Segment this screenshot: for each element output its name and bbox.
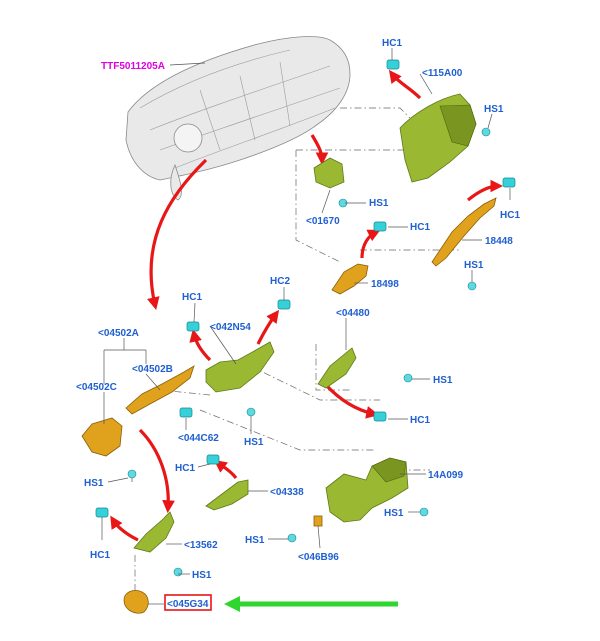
part-045G34 (123, 590, 149, 614)
label-hc1-top: HC1 (382, 38, 402, 49)
part-18448 (431, 197, 497, 267)
label-01670: <01670 (306, 216, 340, 227)
label-115a00: <115A00 (422, 68, 463, 79)
fasteners (95, 59, 516, 577)
label-hs1-mid: HS1 (244, 437, 264, 448)
label-hs1-left: HS1 (84, 478, 104, 489)
label-04338: <04338 (270, 487, 304, 498)
part-046B96 (313, 515, 323, 527)
part-14A099 (325, 457, 409, 523)
label-hs1-046b96: HS1 (245, 535, 265, 546)
part-13562 (133, 511, 175, 553)
leader-lines (101, 48, 511, 605)
label-18448: 18448 (485, 236, 513, 247)
part-01670 (313, 157, 345, 189)
part-04502C (81, 417, 123, 457)
part-04338 (205, 479, 249, 511)
highlighted-part: <045G34 (164, 594, 398, 613)
label-hc1-04480: HC1 (410, 415, 430, 426)
label-hs1-14a099: HS1 (384, 508, 404, 519)
part-18498 (331, 263, 369, 295)
dashboard-part-number: TTF5011205A (101, 61, 165, 72)
label-hc1-18498: HC1 (410, 222, 430, 233)
part-115A00 (399, 93, 477, 183)
label-hc1-042: HC1 (182, 292, 202, 303)
red-arrows (110, 69, 504, 542)
part-042N54 (205, 341, 275, 393)
label-045g34: <045G34 (167, 599, 209, 610)
label-hc1-13562: HC1 (90, 550, 110, 561)
part-04480 (317, 347, 357, 389)
label-04502a: <04502A (98, 328, 139, 339)
label-hs1-top: HS1 (484, 104, 504, 115)
label-hc1-right: HC1 (500, 210, 520, 221)
part-labels: HC1 <115A00 HS1 HS1 <01670 HC1 HC1 18448… (76, 38, 520, 581)
label-044c62: <044C62 (178, 433, 219, 444)
label-hc2: HC2 (270, 276, 290, 287)
label-18498: 18498 (371, 279, 399, 290)
label-hs1-18448: HS1 (464, 260, 484, 271)
label-hs1-01670: HS1 (369, 198, 389, 209)
label-04502b: <04502B (132, 364, 173, 375)
label-04502c: <04502C (76, 382, 117, 393)
label-042n54: <042N54 (210, 322, 251, 333)
label-046b96: <046B96 (298, 552, 339, 563)
label-hc1-04338: HC1 (175, 463, 195, 474)
label-hs1-04480: HS1 (433, 375, 453, 386)
label-14a099: 14A099 (428, 470, 463, 481)
label-hs1-13562: HS1 (192, 570, 212, 581)
label-13562: <13562 (184, 540, 218, 551)
label-04480: <04480 (336, 308, 370, 319)
